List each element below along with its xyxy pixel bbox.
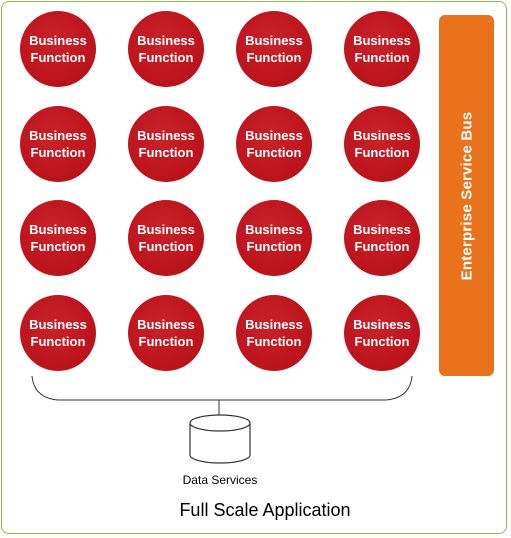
- business-function-node: Business Function: [128, 11, 204, 87]
- business-function-node: Business Function: [20, 11, 96, 87]
- data-services-label: Data Services: [182, 473, 258, 487]
- business-function-label: Business Function: [353, 33, 411, 65]
- business-function-node: Business Function: [236, 295, 312, 371]
- business-function-node: Business Function: [236, 200, 312, 276]
- business-function-node: Business Function: [20, 295, 96, 371]
- enterprise-service-bus: Enterprise Service Bus: [439, 15, 494, 376]
- business-function-label: Business Function: [137, 317, 195, 349]
- business-function-label: Business Function: [353, 222, 411, 254]
- business-function-label: Business Function: [245, 33, 303, 65]
- business-function-label: Business Function: [245, 317, 303, 349]
- business-function-label: Business Function: [29, 222, 87, 254]
- business-function-node: Business Function: [236, 106, 312, 182]
- business-function-node: Business Function: [128, 200, 204, 276]
- business-function-label: Business Function: [353, 128, 411, 160]
- business-function-node: Business Function: [20, 106, 96, 182]
- business-function-node: Business Function: [344, 295, 420, 371]
- application-title: Full Scale Application: [179, 500, 351, 520]
- business-function-node: Business Function: [344, 106, 420, 182]
- business-function-node: Business Function: [128, 295, 204, 371]
- business-function-node: Business Function: [128, 106, 204, 182]
- business-function-label: Business Function: [353, 317, 411, 349]
- business-function-node: Business Function: [236, 11, 312, 87]
- business-function-node: Business Function: [344, 200, 420, 276]
- esb-label: Enterprise Service Bus: [458, 111, 475, 280]
- business-function-label: Business Function: [29, 33, 87, 65]
- business-function-label: Business Function: [245, 222, 303, 254]
- business-function-label: Business Function: [137, 33, 195, 65]
- business-function-node: Business Function: [20, 200, 96, 276]
- business-function-node: Business Function: [344, 11, 420, 87]
- business-function-label: Business Function: [29, 317, 87, 349]
- business-function-label: Business Function: [245, 128, 303, 160]
- business-function-label: Business Function: [29, 128, 87, 160]
- business-function-label: Business Function: [137, 128, 195, 160]
- business-function-label: Business Function: [137, 222, 195, 254]
